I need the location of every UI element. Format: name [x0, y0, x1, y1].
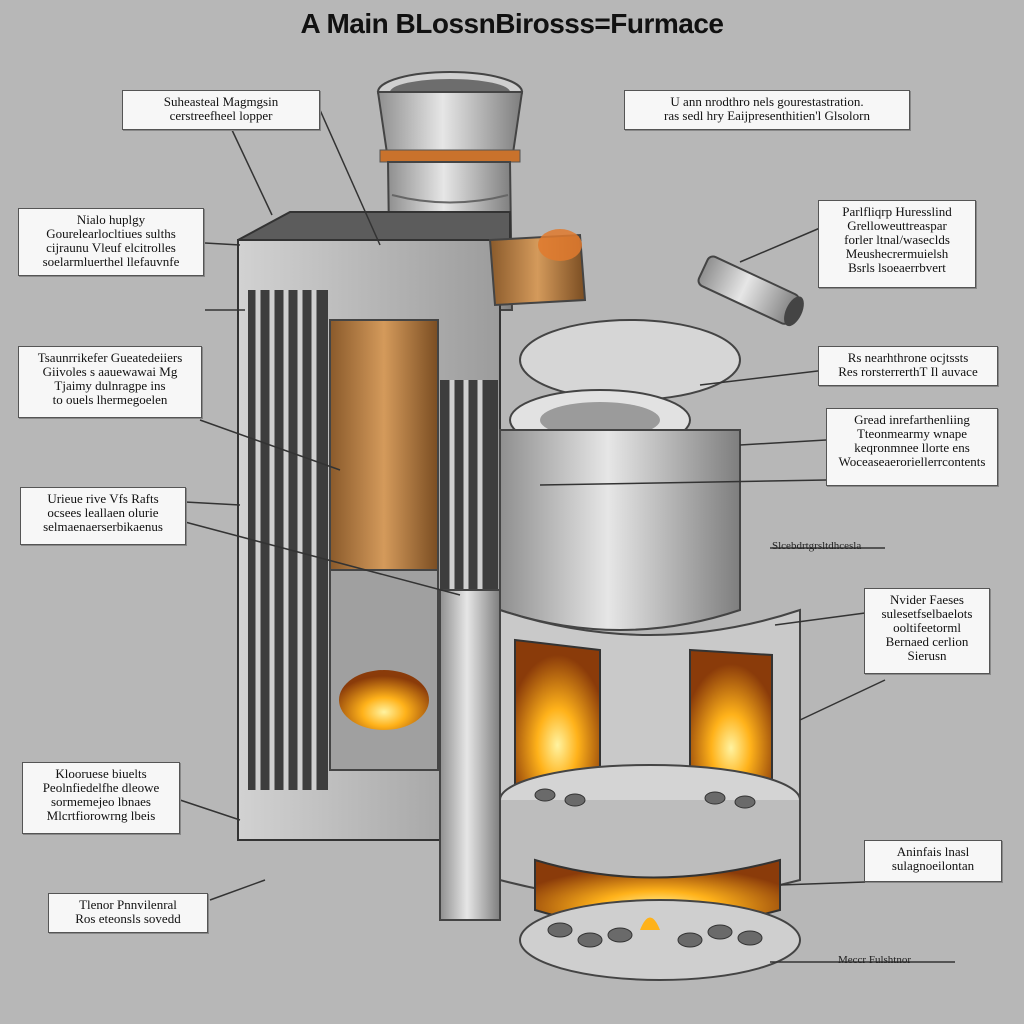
- callout-right-4-line-5: Sierusn: [907, 648, 947, 663]
- callout-left-4-line-1: Klooruese biuelts: [55, 766, 147, 781]
- callout-left-5: Tlenor Pnnvilenral Ros eteonsls sovedd: [48, 893, 208, 933]
- callout-left-2-line-2: Giivoles s aauewawai Mg: [42, 364, 178, 379]
- callout-top-left-line-2: cerstreefheel lopper: [169, 108, 273, 123]
- callout-left-3-line-2: ocsees leallaen olurie: [47, 505, 159, 520]
- callout-left-5-line-2: Ros eteonsls sovedd: [75, 911, 181, 926]
- callout-top-left-line-1: Suheasteal Magmgsin: [163, 94, 279, 109]
- diagram-title: A Main BLossnBirosss=Furmace: [300, 8, 724, 39]
- callout-right-2: Rs nearhthrone ocjtssts Res rorsterrerth…: [818, 346, 998, 386]
- left-housing: [237, 211, 511, 921]
- callout-top-right-line-1: U ann nrodthro nels gourestastration.: [670, 94, 864, 109]
- callout-right-4-line-3: ooltifeetorml: [893, 620, 961, 635]
- callout-left-4-line-2: Peolnfiedelfhe dleowe: [42, 780, 160, 795]
- tag-mid-right: Slcebdrtgrsltdhcesla: [772, 540, 862, 552]
- callout-left-4-line-4: Mlcrtfiorowrng lbeis: [46, 808, 156, 823]
- callout-right-3-line-4: Woceaseaeroriellerrcontents: [838, 454, 986, 469]
- callout-right-3-line-2: Tteonmearmy wnape: [856, 426, 968, 441]
- callout-right-1-line-2: Grelloweuttreaspar: [847, 218, 947, 233]
- callout-left-1-line-1: Nialo huplgy: [76, 212, 146, 227]
- callout-right-3: Gread inrefarthenliing Tteonmearmy wnape…: [826, 408, 998, 486]
- callout-top-right: U ann nrodthro nels gourestastration. ra…: [624, 90, 910, 130]
- callout-right-3-line-3: keqronmnee llorte ens: [854, 440, 970, 455]
- callout-right-1-line-1: Parlfliqrp Huresslind: [842, 204, 952, 219]
- callout-left-1-line-3: cijraunu Vleuf elcitrolles: [46, 240, 176, 255]
- tag-bottom-right: Meccr Fulshtnor: [838, 954, 912, 966]
- furnace-column: [488, 229, 804, 981]
- callout-left-1-line-4: soelarmluerthel llefauvnfe: [42, 254, 180, 269]
- callout-right-1-line-5: Bsrls lsoeaerrbvert: [848, 260, 946, 275]
- callout-top-left: Suheasteal Magmgsin cerstreefheel lopper: [122, 90, 320, 130]
- callout-right-5: Aninfais lnasl sulagnoeilontan: [864, 840, 1002, 882]
- callout-right-4-line-4: Bernaed cerlion: [885, 634, 969, 649]
- callout-left-2: Tsaunrrikefer Gueatedeiiers Giivoles s a…: [18, 346, 202, 418]
- callout-left-1-line-2: Gourelearlocltiues sulths: [46, 226, 176, 241]
- callout-left-3-line-1: Urieue rive Vfs Rafts: [47, 491, 159, 506]
- callout-right-1-line-3: forler ltnal/waseclds: [844, 232, 950, 247]
- callout-right-4: Nvider Faeses sulesetfselbaelots ooltife…: [864, 588, 990, 674]
- callout-left-4-line-3: sormemejeo lbnaes: [51, 794, 151, 809]
- callout-right-5-line-2: sulagnoeilontan: [891, 858, 975, 873]
- callout-left-5-line-1: Tlenor Pnnvilenral: [79, 897, 177, 912]
- callout-right-1: Parlfliqrp Huresslind Grelloweuttreaspar…: [818, 200, 976, 288]
- callout-right-4-line-2: sulesetfselbaelots: [881, 606, 973, 621]
- callout-right-2-line-2: Res rorsterrerthT Il auvace: [838, 364, 978, 379]
- callout-top-right-line-2: ras sedl hry Eaijpresenthitien'l Glsolor…: [664, 108, 870, 123]
- callout-right-2-line-1: Rs nearhthrone ocjtssts: [847, 350, 969, 365]
- callout-left-2-line-3: Tjaimy dulnragpe ins: [54, 378, 166, 393]
- callout-left-2-line-4: to ouels lhermegoelen: [52, 392, 168, 407]
- callout-left-1: Nialo huplgy Gourelearlocltiues sulths c…: [18, 208, 204, 276]
- callout-right-4-line-1: Nvider Faeses: [889, 592, 964, 607]
- callout-right-3-line-1: Gread inrefarthenliing: [854, 412, 970, 427]
- callout-left-4: Klooruese biuelts Peolnfiedelfhe dleowe …: [22, 762, 180, 834]
- leader-lines: [179, 109, 955, 963]
- callout-left-3-line-3: selmaenaerserbikaenus: [43, 519, 163, 534]
- callout-right-5-line-1: Aninfais lnasl: [896, 844, 970, 859]
- callout-right-1-line-4: Meushecrermuielsh: [845, 246, 949, 261]
- callout-left-2-line-1: Tsaunrrikefer Gueatedeiiers: [37, 350, 183, 365]
- callout-left-3: Urieue rive Vfs Rafts ocsees leallaen ol…: [20, 487, 186, 545]
